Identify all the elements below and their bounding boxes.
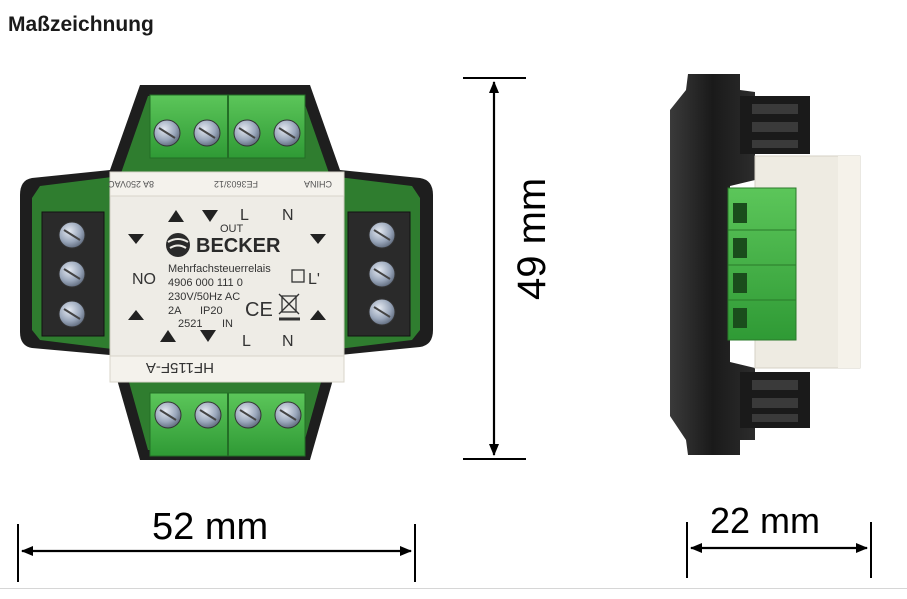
height-label: 49 mm — [510, 178, 554, 300]
width-dimension: 52 mm — [17, 506, 416, 582]
relay-model: HF115F-A — [146, 359, 214, 376]
protection-class: IP20 — [200, 305, 223, 317]
china-label: CHINA — [304, 179, 332, 189]
device-code: 2521 — [178, 318, 202, 330]
voltage: 230V/50Hz AC — [168, 291, 240, 303]
front-view: 8A 250VAC FE3603/12 CHINA HF115F-A OUT L… — [20, 85, 433, 460]
arrow-icons — [128, 210, 326, 342]
no-label: NO — [132, 271, 156, 288]
relay-rating: 8A 250VAC — [108, 179, 154, 189]
brand-name: BECKER — [196, 235, 281, 257]
out-label: OUT — [220, 223, 244, 235]
relay-code: FE3603/12 — [214, 179, 258, 189]
depth-label: 22 mm — [710, 500, 820, 541]
n-label-bottom: N — [282, 333, 294, 350]
n-label-top: N — [282, 207, 294, 224]
terminal-screws-left — [58, 221, 86, 328]
divider — [0, 588, 907, 589]
l-label-bottom: L — [242, 333, 251, 350]
becker-logo-icon — [166, 233, 190, 257]
current-rating: 2A — [168, 305, 182, 317]
side-view — [670, 74, 861, 455]
height-dimension: 49 mm — [463, 77, 554, 460]
output-symbol-icon — [291, 269, 305, 283]
l-prime-label: L' — [308, 271, 320, 288]
ce-mark: CE — [245, 299, 273, 321]
weee-bin-icon — [278, 293, 300, 321]
terminal-screws-bottom — [154, 401, 302, 429]
product-name: Mehrfachsteuerrelais — [168, 263, 271, 275]
device-label — [109, 171, 345, 383]
page-title: Maßzeichnung — [8, 13, 154, 36]
terminal-screws-right — [368, 221, 396, 326]
article-number: 4906 000 111 0 — [168, 277, 243, 289]
depth-dimension: 22 mm — [686, 500, 872, 578]
terminal-screws-top — [153, 119, 301, 147]
in-label: IN — [222, 318, 233, 330]
l-label-top: L — [240, 207, 249, 224]
width-label: 52 mm — [152, 506, 268, 548]
